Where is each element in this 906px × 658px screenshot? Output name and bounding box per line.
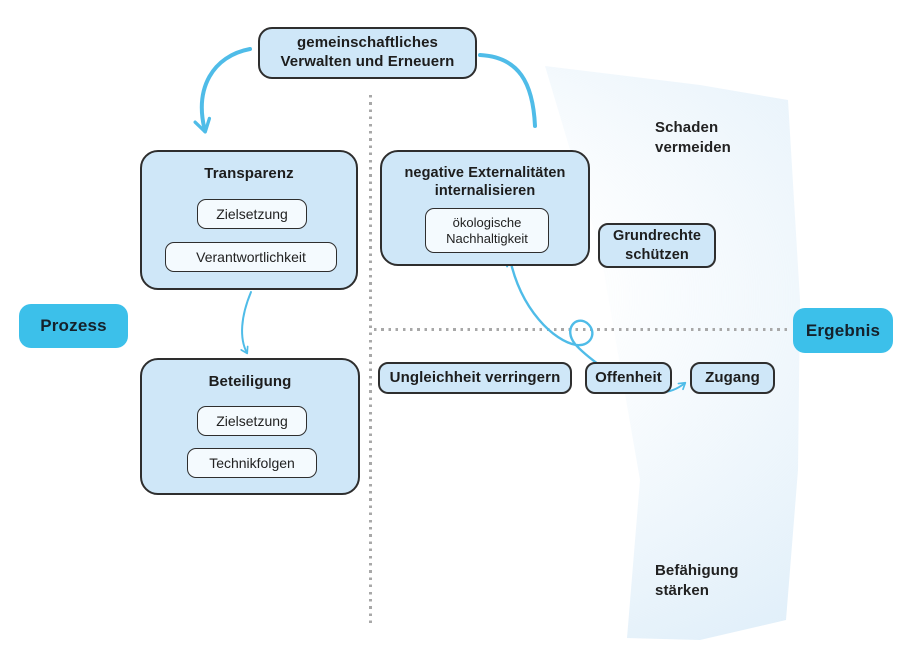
group-beteiligung: Beteiligung Zielsetzung Technikfolgen bbox=[140, 358, 360, 495]
group-negative-externalitaeten-title: negative Externalitäten internalisieren bbox=[404, 165, 566, 200]
chip-verantwortlichkeit: Verantwortlichkeit bbox=[165, 242, 337, 272]
node-gemeinschaftliches-verwalten: gemeinschaftliches Verwalten und Erneuer… bbox=[258, 27, 477, 79]
horizontal-dotted-divider bbox=[374, 328, 790, 331]
axis-label-prozess: Prozess bbox=[19, 304, 128, 348]
chip-technikfolgen: Technikfolgen bbox=[187, 448, 317, 478]
chip-oekologische-nachhaltigkeit: ökologische Nachhaltigkeit bbox=[425, 208, 549, 253]
group-negative-externalitaeten: negative Externalitäten internalisieren … bbox=[380, 150, 590, 266]
node-grundrechte-schuetzen: Grundrechte schützen bbox=[598, 223, 716, 268]
arrow-transparenz-to-beteiligung bbox=[240, 291, 252, 355]
arrow-topnode-to-transparenz bbox=[193, 47, 252, 134]
group-transparenz: Transparenz Zielsetzung Verantwortlichke… bbox=[140, 150, 358, 290]
axis-label-ergebnis: Ergebnis bbox=[793, 308, 893, 353]
arrow-offenheit-to-nachhaltigkeit-loop bbox=[506, 257, 604, 369]
node-zugang: Zugang bbox=[690, 362, 775, 394]
curve-externalitaeten-to-topnode bbox=[478, 53, 537, 128]
quadrant-label-schaden-vermeiden: Schaden vermeiden bbox=[655, 119, 731, 156]
chip-zielsetzung: Zielsetzung bbox=[197, 199, 307, 229]
chip-zielsetzung: Zielsetzung bbox=[197, 406, 307, 436]
node-ungleichheit-verringern: Ungleichheit verringern bbox=[378, 362, 572, 394]
group-beteiligung-title: Beteiligung bbox=[208, 373, 292, 390]
group-transparenz-title: Transparenz bbox=[204, 165, 294, 182]
node-offenheit: Offenheit bbox=[585, 362, 672, 394]
vertical-dotted-divider bbox=[369, 95, 372, 628]
quadrant-label-befaehigung-staerken: Befähigung stärken bbox=[655, 562, 739, 599]
